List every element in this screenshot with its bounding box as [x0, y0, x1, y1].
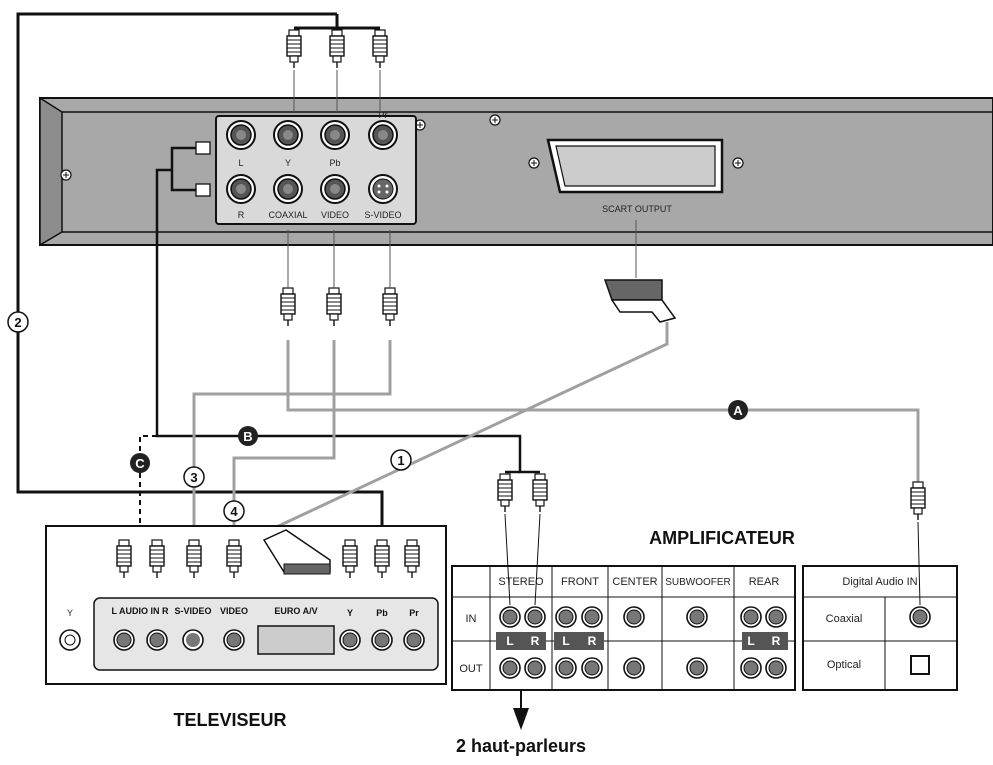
amp-lr-l-front: L — [562, 634, 569, 648]
amp-col-rear: REAR — [749, 576, 780, 588]
grey-cables — [192, 322, 920, 540]
tv-svideo-label: S-VIDEO — [174, 606, 211, 616]
jack-label-l: L — [238, 158, 243, 168]
antenna-icon: Y — [67, 608, 73, 618]
component-arrows — [293, 70, 381, 112]
amp-title: AMPLIFICATEUR — [649, 528, 795, 548]
speakers-label: 2 haut-parleurs — [456, 736, 586, 756]
audio-cable-c-dashed — [124, 435, 158, 529]
tv-audio-label: L AUDIO IN R — [111, 606, 169, 616]
player-jacks — [226, 120, 398, 204]
amp-row-out: OUT — [459, 663, 483, 675]
amp-col-stereo: STEREO — [498, 576, 544, 588]
amp-lr-l-stereo: L — [506, 634, 513, 648]
marker-a: A — [728, 400, 748, 420]
jack-label-svideo: S-VIDEO — [364, 210, 401, 220]
audio-cable-b — [155, 146, 540, 474]
amp-lr-r-stereo: R — [531, 634, 540, 648]
tv-title: TELEVISEUR — [173, 710, 286, 730]
digital-title: Digital Audio IN — [842, 576, 917, 588]
jack-label-coaxial: COAXIAL — [268, 210, 307, 220]
jack-label-pb: Pb — [329, 158, 340, 168]
video-arrows — [287, 220, 637, 288]
tv-y-label: Y — [347, 608, 353, 618]
amp-lr-r-rear: R — [772, 634, 781, 648]
marker-3: 3 — [183, 466, 205, 488]
component-cable-2 — [16, 12, 412, 542]
svg-text:B: B — [243, 429, 252, 444]
digital-audio-box — [802, 565, 958, 691]
tv-pb-label: Pb — [376, 608, 388, 618]
tv-euro-label: EURO A/V — [274, 606, 317, 616]
jack-label-y: Y — [285, 158, 291, 168]
svg-text:1: 1 — [397, 453, 404, 468]
amp-col-center: CENTER — [612, 576, 657, 588]
svg-text:4: 4 — [230, 504, 238, 519]
amp-lr-r-front: R — [588, 634, 597, 648]
marker-1: 1 — [390, 449, 412, 471]
dvd-player: L Y Pb Pr R COAXIAL VIDEO S-VIDEO SCART … — [39, 96, 993, 247]
speaker-arrow — [513, 690, 529, 730]
svg-text:A: A — [733, 403, 743, 418]
player-scart-connector — [546, 138, 724, 194]
scart-plug — [603, 279, 677, 323]
digital-optical: Optical — [827, 659, 861, 671]
coax-arrow — [917, 521, 921, 606]
svg-text:C: C — [135, 456, 145, 471]
marker-2: 2 — [7, 311, 29, 333]
marker-b: B — [238, 426, 258, 446]
amp-row-in: IN — [466, 613, 477, 625]
tv-scart-plug — [262, 529, 331, 575]
jack-label-video: VIDEO — [321, 210, 349, 220]
svg-text:3: 3 — [190, 470, 197, 485]
amp-col-subwoofer: SUBWOOFER — [665, 577, 731, 588]
jack-label-pr: Pr — [379, 110, 388, 120]
tv-pr-label: Pr — [409, 608, 419, 618]
scart-output-label: SCART OUTPUT — [602, 204, 672, 214]
marker-c: C — [130, 453, 150, 473]
marker-4: 4 — [223, 500, 245, 522]
audio-plugs-player — [195, 141, 211, 197]
tv-video-label: VIDEO — [220, 606, 248, 616]
amp-input-arrows — [504, 513, 541, 606]
jack-label-r: R — [238, 210, 245, 220]
svg-text:2: 2 — [14, 315, 21, 330]
digital-coaxial: Coaxial — [826, 613, 863, 625]
amp-col-front: FRONT — [561, 576, 599, 588]
amp-lr-l-rear: L — [747, 634, 754, 648]
